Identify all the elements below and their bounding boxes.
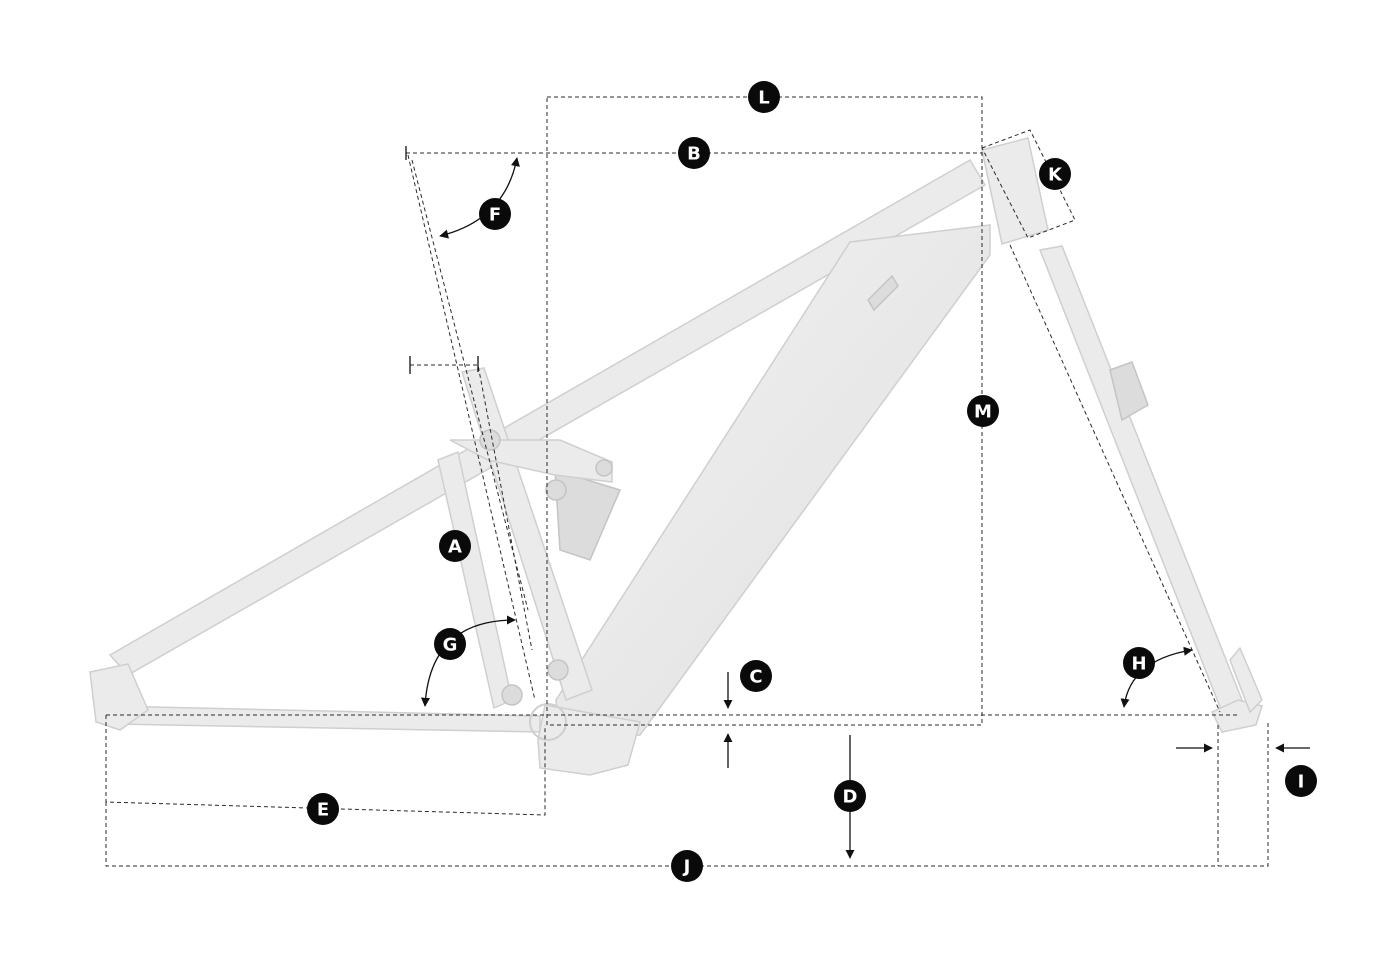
badge-K: K: [1039, 158, 1071, 190]
pivot-lower: [501, 684, 523, 706]
badge-M-text: M: [974, 402, 992, 423]
bottom-bracket: [529, 703, 567, 741]
badge-L-text: L: [758, 88, 769, 109]
rear-shock: [554, 468, 622, 561]
badge-J-text: J: [682, 857, 691, 878]
badge-B: B: [678, 137, 710, 169]
badge-M: M: [967, 395, 999, 427]
badge-A-text: A: [448, 537, 462, 558]
badge-H: H: [1123, 647, 1155, 679]
battery-port: [867, 274, 899, 312]
dim-A-box: [410, 364, 533, 651]
badge-D-text: D: [843, 787, 858, 808]
badge-I: I: [1285, 765, 1317, 797]
head-tube: [981, 137, 1049, 245]
rear-dropout: [89, 663, 149, 731]
motor-housing: [537, 704, 641, 776]
dim-seat-angle-2: [411, 159, 529, 611]
badge-L: L: [748, 81, 780, 113]
pivot-shock: [545, 479, 567, 501]
badge-G: G: [434, 628, 466, 660]
badge-G-text: G: [443, 635, 458, 656]
badge-J: J: [671, 850, 703, 882]
badge-F: F: [479, 198, 511, 230]
fork: [1038, 245, 1263, 733]
badge-H-text: H: [1131, 654, 1146, 675]
badge-A: A: [439, 530, 471, 562]
chain-stay: [111, 705, 541, 733]
badge-F-text: F: [489, 205, 501, 226]
badge-B-text: B: [687, 144, 701, 165]
dim-fork-line: [1009, 244, 1221, 713]
badge-E: E: [307, 793, 339, 825]
down-tube: [555, 224, 991, 746]
badge-K-text: K: [1048, 165, 1063, 186]
pivot-rocker: [595, 459, 613, 477]
badge-E-text: E: [317, 800, 329, 821]
badge-D: D: [834, 780, 866, 812]
dim-J-box: [105, 720, 1269, 867]
badge-C: C: [740, 660, 772, 692]
pivot-upper: [479, 429, 501, 451]
label-badges: L B K F M A G C H D E I J: [307, 81, 1317, 882]
badge-C-text: C: [749, 667, 762, 688]
bike-frame: [89, 137, 1263, 776]
pivot-main: [547, 659, 569, 681]
dim-seat-angle-1: [407, 154, 536, 701]
badge-I-text: I: [1298, 772, 1305, 793]
dim-E-box: [105, 715, 546, 816]
